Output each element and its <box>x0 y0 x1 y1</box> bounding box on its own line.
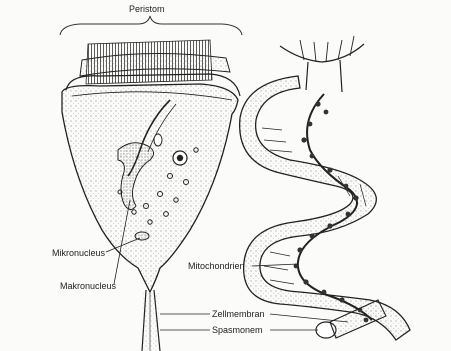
label-makronucleus: Makronucleus <box>60 281 116 291</box>
label-zellmembran: Zellmembran <box>212 309 265 319</box>
label-spasmonem: Spasmonem <box>212 325 263 335</box>
label-mitochondrien: Mitochondrien <box>188 261 245 271</box>
cell-body <box>62 40 240 351</box>
peristom-bracket <box>60 16 242 35</box>
coiled-stalk <box>240 36 410 340</box>
label-peristom: Peristom <box>129 4 165 14</box>
label-mikronucleus: Mikronucleus <box>52 248 105 258</box>
